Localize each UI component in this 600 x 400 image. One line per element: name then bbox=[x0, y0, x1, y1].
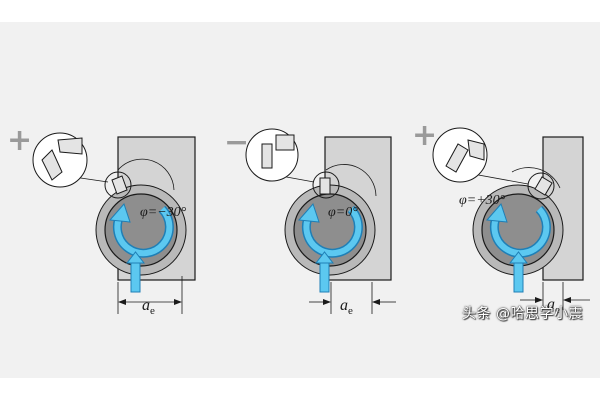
phi-label-left: φ=−30° bbox=[140, 205, 187, 220]
feed-arrow-shaft-right bbox=[513, 261, 524, 293]
insert-right bbox=[534, 176, 553, 196]
dim-arrow-left-a bbox=[118, 299, 126, 305]
swing-arc-right bbox=[511, 167, 561, 189]
sign-middle: − bbox=[224, 125, 249, 160]
rotation-arrow-right bbox=[491, 206, 550, 257]
magnified-insert-middle bbox=[261, 143, 273, 169]
dim-arrow-middle-a bbox=[323, 299, 331, 305]
rotation-arrow-left bbox=[114, 206, 173, 257]
panel-right: + φ=+30° ae bbox=[412, 118, 590, 316]
magnified-block-left bbox=[57, 137, 83, 155]
feed-arrowhead-middle bbox=[314, 251, 335, 264]
swing-arc-middle bbox=[325, 164, 377, 197]
sign-right: + bbox=[412, 118, 437, 153]
rotation-arrow-middle bbox=[303, 206, 362, 257]
detail-marker-middle bbox=[312, 171, 340, 199]
panel-middle: − φ=0° ae bbox=[224, 125, 396, 317]
rotation-arrowhead-left bbox=[108, 203, 131, 223]
rotation-arrowhead-right bbox=[485, 203, 508, 223]
depth-label-left: ae bbox=[142, 297, 155, 317]
sign-left: + bbox=[7, 123, 32, 158]
phi-label-right: φ=+30° bbox=[459, 193, 506, 208]
dim-arrow-right-a bbox=[535, 297, 543, 303]
swing-arc-left bbox=[117, 158, 175, 191]
magnified-insert-left bbox=[41, 149, 63, 181]
feed-arrowhead-right bbox=[508, 251, 529, 264]
insert-middle bbox=[319, 177, 331, 195]
panel-left: + φ=−30° bbox=[7, 123, 196, 317]
phi-label-middle: φ=0° bbox=[328, 205, 358, 220]
magnified-block-right bbox=[467, 139, 485, 161]
detail-marker-right bbox=[527, 172, 555, 200]
feed-arrow-shaft-left bbox=[130, 261, 141, 293]
dim-arrow-middle-b bbox=[372, 299, 380, 305]
dim-arrow-left-b bbox=[174, 299, 182, 305]
feed-arrowhead-left bbox=[125, 251, 146, 264]
watermark-text: 头条 @哈思学小震 bbox=[462, 306, 583, 322]
feed-arrow-shaft-middle bbox=[319, 261, 330, 293]
detail-marker-left bbox=[104, 171, 132, 199]
depth-label-middle: ae bbox=[340, 297, 353, 317]
dim-arrow-right-b bbox=[563, 297, 571, 303]
magnified-insert-right bbox=[445, 143, 469, 173]
magnified-block-middle bbox=[275, 134, 295, 151]
depth-label-right: ae bbox=[547, 296, 560, 316]
insert-left bbox=[111, 175, 128, 195]
rotation-arrowhead-middle bbox=[297, 203, 320, 223]
